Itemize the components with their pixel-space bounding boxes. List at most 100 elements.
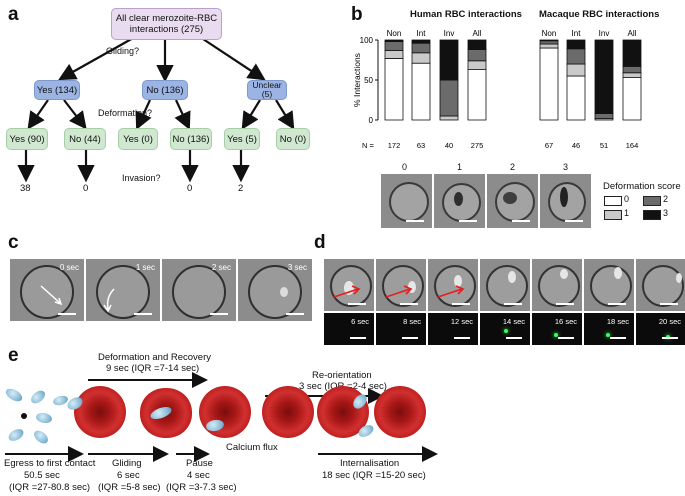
invasion-count-3: 0: [187, 183, 193, 194]
gliding-unclear-node: Unclear (5): [247, 80, 287, 100]
calcium-signal-dot: [606, 333, 610, 337]
deformation-no-node-2: No (136): [170, 128, 212, 150]
rbc-stage-3: [199, 386, 251, 438]
egress-point: [21, 413, 27, 419]
deformation-yes-node-1: Yes (90): [6, 128, 48, 150]
panel-d-brightfield-3: [428, 259, 478, 311]
gliding-question: Gliding?: [106, 46, 140, 56]
deformation-yes-node-2: Yes (0): [118, 128, 158, 150]
panel-d-fluorescence-4: 14 sec: [480, 313, 530, 345]
bar-0-score-2: [384, 41, 404, 51]
invasion-question: Invasion?: [122, 173, 161, 183]
panel-d-fluorescence-6: 18 sec: [584, 313, 634, 345]
deformation-time: 9 sec (IQR =7-14 sec): [106, 363, 200, 374]
deformation-question: Deformation?: [98, 108, 153, 118]
panel-c-frame-2: 1 sec: [86, 259, 160, 321]
bar-0-score-3: [384, 39, 404, 42]
bar-0-score-1: [384, 49, 404, 59]
calcium-signal-dot: [554, 333, 558, 337]
macaque-header: Macaque RBC interactions: [539, 9, 660, 20]
legend-swatch-0: [604, 196, 622, 206]
n-label-4: 67: [545, 141, 553, 150]
panel-d-time-7: 20 sec: [658, 317, 681, 326]
legend-swatch-2: [643, 196, 661, 206]
n-label-6: 51: [600, 141, 608, 150]
bar-7-score-3: [622, 39, 642, 67]
reorientation-title: Re-orientation: [312, 370, 372, 381]
egress-time2: (IQR =27-80.8 sec): [9, 482, 91, 493]
panel-d-brightfield-1: [324, 259, 374, 311]
legend-label-1: 1: [624, 208, 630, 218]
deformation-no-node-3: No (0): [276, 128, 310, 150]
pause-title: Pause: [186, 458, 213, 469]
deformation-yes-node-3: Yes (5): [224, 128, 260, 150]
bar-4-score-1: [539, 43, 559, 49]
n-label-0: 172: [388, 141, 401, 150]
category-label-0: Non: [387, 29, 402, 38]
panel-d-fluorescence-3: 12 sec: [428, 313, 478, 345]
panel-d-fluorescence-2: 8 sec: [376, 313, 426, 345]
bar-1-score-1: [411, 52, 431, 64]
category-label-4: Non: [542, 29, 557, 38]
score-micrograph-3: [540, 174, 591, 228]
bar-5-score-2: [566, 48, 586, 65]
panel-d-time-5: 16 sec: [554, 317, 577, 326]
panel-d-time-6: 18 sec: [606, 317, 629, 326]
panel-d-fluorescence-1: 6 sec: [324, 313, 374, 345]
micro-score-label-0: 0: [402, 162, 408, 172]
panel-label-d: d: [314, 232, 326, 253]
y-tick-label-0: 0: [369, 116, 374, 125]
invasion-count-1: 38: [20, 183, 31, 194]
tree-root-node: All clear merozoite-RBC interactions (27…: [111, 8, 222, 40]
panel-c-frame-4: 3 sec: [238, 259, 312, 321]
micro-score-label-1: 1: [457, 162, 463, 172]
legend-label-3: 3: [663, 208, 669, 218]
bar-6-score-3: [594, 39, 614, 114]
legend-swatch-1: [604, 210, 622, 220]
score-micrograph-2: [487, 174, 538, 228]
legend-title: Deformation score: [603, 181, 681, 192]
bar-3-score-0: [467, 69, 487, 121]
bar-1-score-2: [411, 42, 431, 54]
category-label-6: Inv: [599, 29, 610, 38]
bar-3-score-1: [467, 60, 487, 70]
panel-c-time-1: 0 sec: [59, 263, 79, 272]
bar-2-score-1: [439, 115, 459, 121]
panel-d-time-1: 6 sec: [351, 317, 369, 326]
panel-d-time-2: 8 sec: [403, 317, 421, 326]
bar-4-score-3: [539, 39, 559, 42]
panel-c-frame-1: 0 sec: [10, 259, 84, 321]
rbc-stage-4: [262, 386, 314, 438]
calcium-flux-label: Calcium flux: [226, 442, 278, 453]
n-label-7: 164: [626, 141, 639, 150]
panel-d-brightfield-6: [584, 259, 634, 311]
bar-4-score-2: [539, 40, 559, 45]
bar-2-score-3: [439, 39, 459, 81]
gliding-title: Gliding: [112, 458, 142, 469]
bar-7-score-2: [622, 66, 642, 74]
panel-label-c: c: [8, 232, 19, 253]
tree-arrows: [17, 36, 295, 183]
category-label-3: All: [473, 29, 482, 38]
score-micrograph-1: [434, 174, 485, 228]
gliding-no-node: No (136): [142, 80, 188, 100]
panel-d-brightfield-7: [636, 259, 685, 311]
micro-score-label-2: 2: [510, 162, 516, 172]
n-label-3: 275: [471, 141, 484, 150]
panel-d-brightfield-5: [532, 259, 582, 311]
y-axis-label: % Interactions: [352, 53, 362, 107]
bar-3-score-3: [467, 39, 487, 50]
human-header: Human RBC interactions: [410, 9, 522, 20]
bar-5-score-0: [566, 75, 586, 121]
rbc-stage-1: [74, 386, 126, 438]
panel-d-fluorescence-5: 16 sec: [532, 313, 582, 345]
panel-d-time-3: 12 sec: [450, 317, 473, 326]
bar-2-score-2: [439, 79, 459, 117]
invasion-count-4: 2: [238, 183, 244, 194]
panel-label-a: a: [8, 4, 19, 25]
deformation-title: Deformation and Recovery: [98, 352, 211, 363]
rbc-stage-6: [374, 386, 426, 438]
egress-time1: 50.5 sec: [24, 470, 60, 481]
panel-c-frame-3: 2 sec: [162, 259, 236, 321]
y-tick-label-50: 50: [364, 76, 373, 85]
